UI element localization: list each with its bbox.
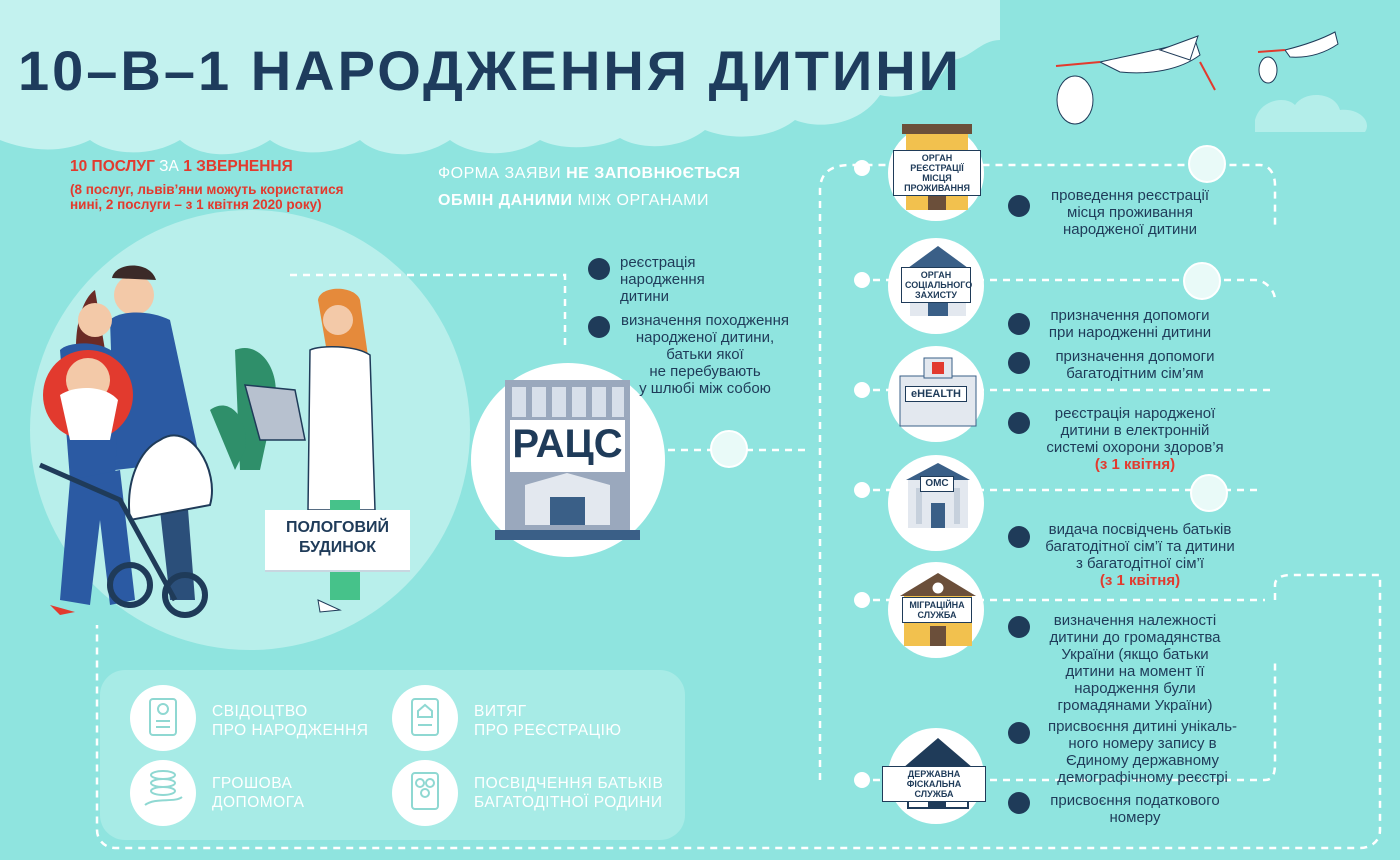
bullet-dot	[588, 258, 610, 280]
exchange-post: МІЖ ОРГАНАМИ	[572, 192, 709, 209]
exchange-note: ОБМІН ДАНИМИ МІЖ ОРГАНАМИ	[438, 192, 709, 210]
agency-service: видача посвідчень батьків багатодітної с…	[1045, 521, 1235, 589]
agency-label: МІГРАЦІЙНА СЛУЖБА	[902, 597, 972, 623]
cloud-band	[0, 0, 1000, 155]
bullet-dot	[1008, 526, 1030, 548]
agency-label: ОРГАН СОЦІАЛЬНОГО ЗАХИСТУ	[901, 267, 972, 303]
stork-icon	[1055, 35, 1216, 125]
agency-service: призначення допомоги при народженні дити…	[1048, 307, 1212, 341]
note-line: (8 послуг, львів’яни можуть користатися	[70, 182, 344, 197]
page-title: 10–В–1 НАРОДЖЕННЯ ДИТИНИ	[18, 39, 962, 102]
services-headline: 10 ПОСЛУГ ЗА 1 ЗВЕРНЕННЯ	[70, 158, 293, 176]
bullet-dot	[588, 316, 610, 338]
services-count: 10 ПОСЛУГ	[70, 158, 155, 175]
services-mid: ЗА	[154, 158, 184, 175]
bullet-dot	[1008, 313, 1030, 335]
bullet-dot	[1008, 352, 1030, 374]
services-request: 1 ЗВЕРНЕННЯ	[183, 158, 293, 175]
certificate-icon	[130, 685, 196, 751]
agency-service: присвоєння дитині унікаль- ного номеру з…	[1047, 718, 1238, 786]
bullet-dot	[1008, 616, 1030, 638]
agency-label: eHEALTH	[905, 386, 967, 402]
document-icon	[1188, 145, 1226, 183]
agency-label: ОМС	[920, 476, 954, 492]
family-card-icon	[392, 760, 458, 826]
agency-service: призначення допомоги багатодітним сім’ям	[1055, 348, 1215, 382]
results-panel	[100, 670, 685, 840]
agency-service: реєстрація народженої дитини в електронн…	[1046, 405, 1224, 473]
bullet-dot	[1008, 412, 1030, 434]
racs-service: визначення походження народженої дитини,…	[621, 312, 789, 397]
result-label: СВІДОЦТВО ПРО НАРОДЖЕННЯ	[212, 703, 369, 739]
bullet-dot	[1008, 195, 1030, 217]
racs-building-icon	[495, 380, 640, 540]
note-line: нині, 2 послуги – з 1 квітня 2020 року)	[70, 197, 322, 212]
columns-building-icon	[906, 463, 970, 528]
racs-label: РАЦС	[512, 422, 623, 466]
form-pre: ФОРМА ЗАЯВИ	[438, 165, 567, 182]
family-illustration	[38, 265, 276, 618]
cloud-right	[1255, 94, 1368, 132]
services-note: (8 послуг, львів’яни можуть користатися …	[70, 182, 343, 212]
maternity-label: ПОЛОГОВИЙ БУДИНОК	[265, 510, 410, 570]
agency-label: ОРГАН РЕЄСТРАЦІЇ МІСЦЯ ПРОЖИВАННЯ	[893, 150, 981, 196]
coins-icon	[1183, 262, 1221, 300]
form-note: ФОРМА ЗАЯВИ НЕ ЗАПОВНЮЄТЬСЯ	[438, 165, 740, 183]
result-label: ГРОШОВА ДОПОМОГА	[212, 775, 305, 811]
form-bold: НЕ ЗАПОВНЮЄТЬСЯ	[566, 165, 741, 182]
document-icon	[710, 430, 748, 468]
racs-service: реєстрація народження дитини	[620, 254, 705, 305]
exchange-bold: ОБМІН ДАНИМИ	[438, 192, 573, 209]
agency-service: присвоєння податкового номеру	[1050, 792, 1220, 826]
agency-label: ДЕРЖАВНА ФІСКАЛЬНА СЛУЖБА	[882, 766, 986, 802]
result-label: ПОСВІДЧЕННЯ БАТЬКІВ БАГАТОДІТНОЇ РОДИНИ	[474, 775, 664, 811]
result-icon-glyphs	[144, 698, 439, 810]
document-icon	[1190, 474, 1228, 512]
bullet-dot	[1008, 792, 1030, 814]
result-label: ВИТЯГ ПРО РЕЄСТРАЦІЮ	[474, 703, 622, 739]
stork-icon	[1257, 31, 1339, 84]
bullet-dot	[1008, 722, 1030, 744]
agency-service: проведення реєстрації місця проживання н…	[1050, 187, 1210, 238]
agency-service: визначення належності дитини до громадян…	[1049, 612, 1221, 714]
